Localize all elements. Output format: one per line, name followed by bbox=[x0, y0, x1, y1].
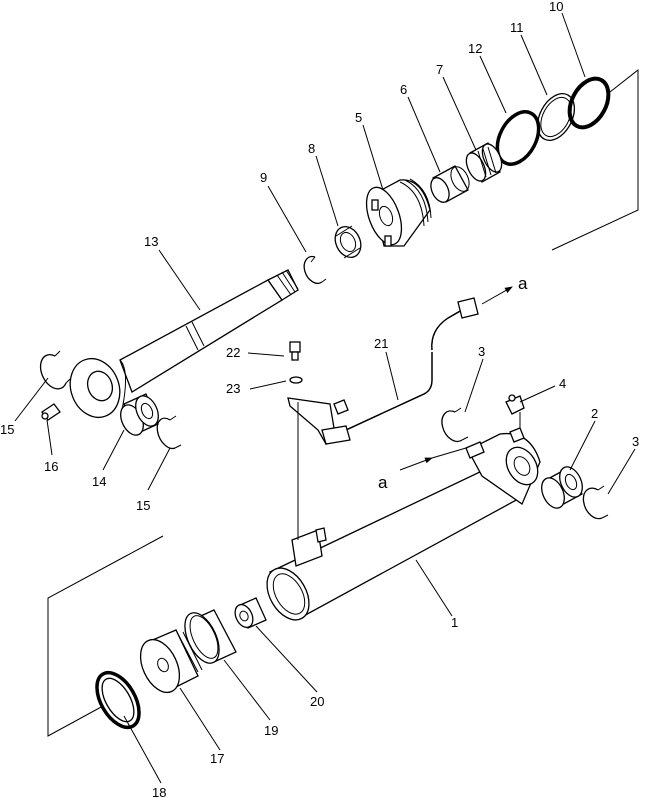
o-ring-10 bbox=[567, 76, 611, 130]
washer-23 bbox=[289, 376, 303, 384]
callout-18: 18 bbox=[152, 785, 166, 798]
pipe-21 bbox=[287, 297, 479, 446]
snap-ring-15a bbox=[39, 350, 71, 390]
callout-1: 1 bbox=[451, 615, 458, 630]
cylinder-tube-1 bbox=[266, 427, 541, 621]
callout-14: 14 bbox=[92, 474, 106, 489]
grease-fitting-4 bbox=[505, 394, 525, 415]
callout-11: 11 bbox=[510, 20, 524, 35]
callout-20: 20 bbox=[310, 694, 324, 709]
flow-label-a-top: a bbox=[518, 274, 528, 293]
callout-17: 17 bbox=[210, 751, 224, 766]
callout-16: 16 bbox=[44, 459, 58, 474]
callout-3b: 3 bbox=[632, 434, 639, 449]
bushing-6 bbox=[430, 165, 470, 203]
bolt-22 bbox=[289, 341, 301, 361]
callout-7: 7 bbox=[436, 62, 443, 77]
callout-15b: 15 bbox=[136, 498, 150, 513]
seal-8 bbox=[334, 225, 362, 259]
ring-11 bbox=[536, 93, 576, 141]
callout-12: 12 bbox=[468, 41, 482, 56]
grease-fitting-16 bbox=[41, 403, 61, 421]
flow-arrow-mid: a bbox=[378, 447, 467, 492]
callout-13: 13 bbox=[144, 234, 158, 249]
callout-15a: 15 bbox=[0, 422, 14, 437]
leader-lines bbox=[14, 12, 636, 784]
callout-10: 10 bbox=[549, 0, 563, 14]
callout-23: 23 bbox=[226, 381, 240, 396]
callout-22: 22 bbox=[226, 345, 240, 360]
snap-ring-15b bbox=[156, 415, 182, 450]
piston-17 bbox=[139, 629, 203, 694]
bushing-14 bbox=[120, 393, 159, 436]
callout-labels: 1 2 3 3 4 5 6 7 8 9 10 11 12 13 14 15 15… bbox=[0, 0, 639, 798]
snap-ring-3b bbox=[582, 485, 609, 520]
snap-ring-3a bbox=[441, 407, 469, 443]
callout-5: 5 bbox=[355, 110, 362, 125]
callout-3a: 3 bbox=[478, 344, 485, 359]
wear-ring-19 bbox=[184, 609, 237, 664]
callout-2: 2 bbox=[591, 406, 598, 421]
piston-rod-13 bbox=[69, 269, 299, 419]
assembly-boundary-lower bbox=[47, 535, 164, 737]
nut-20 bbox=[234, 597, 267, 629]
assembly-line-bracket bbox=[297, 402, 521, 540]
piston-ring-18 bbox=[95, 670, 141, 730]
callout-9: 9 bbox=[260, 170, 267, 185]
packing-7 bbox=[465, 142, 503, 183]
callout-19: 19 bbox=[264, 723, 278, 738]
assembly-boundary-upper bbox=[551, 68, 639, 251]
cylinder-head-5 bbox=[365, 178, 432, 247]
o-ring-12 bbox=[495, 110, 541, 166]
bushing-2 bbox=[541, 466, 583, 509]
callout-8: 8 bbox=[308, 141, 315, 156]
callout-4: 4 bbox=[559, 376, 566, 391]
flow-arrow-top: a bbox=[481, 274, 528, 305]
callout-21: 21 bbox=[374, 336, 388, 351]
snap-ring-9 bbox=[303, 255, 327, 284]
flow-label-a-mid: a bbox=[378, 473, 388, 492]
callout-6: 6 bbox=[400, 82, 407, 97]
